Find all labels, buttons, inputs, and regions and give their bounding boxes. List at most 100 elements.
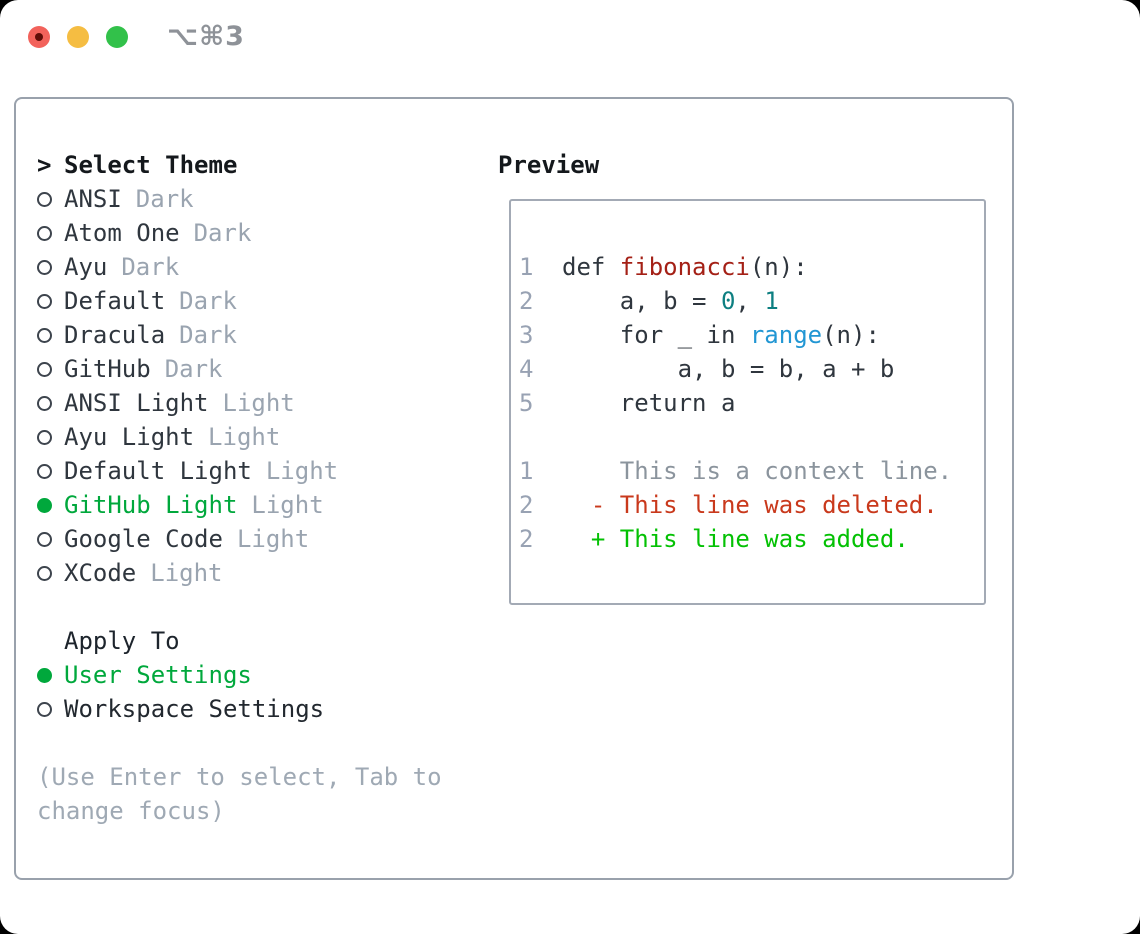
code-token-func: fibonacci [619, 253, 750, 281]
theme-variant-label: Light [236, 525, 310, 553]
theme-option[interactable]: ANSI Dark [37, 182, 487, 216]
theme-variant-label: Dark [179, 321, 237, 349]
code-token-removed: - This line was deleted. [562, 491, 938, 519]
line-number: 2 [519, 491, 534, 519]
radio-unselected-icon [37, 463, 52, 479]
keyboard-hint: (Use Enter to select, Tab to change focus… [37, 760, 487, 828]
code-token-text: , [735, 287, 765, 315]
preview-title: Preview [498, 151, 600, 179]
code-token-text: (n): [822, 321, 880, 349]
radio-unselected-icon [37, 701, 52, 717]
radio-unselected-icon [37, 259, 52, 275]
cursor-marker: > [37, 151, 52, 179]
hint-text: change focus) [37, 797, 225, 825]
code-token-context: This is a context line. [562, 457, 953, 485]
select-theme-header: > Select Theme [37, 148, 487, 182]
theme-variant-label: Dark [193, 219, 252, 247]
code-line: 3 for _ in range(n): [519, 318, 984, 352]
line-number: 3 [519, 321, 534, 349]
line-number: 1 [519, 253, 534, 281]
apply-option[interactable]: User Settings [37, 658, 487, 692]
theme-variant-label: Dark [121, 253, 180, 281]
theme-option[interactable]: Dracula Dark [37, 318, 487, 352]
radio-unselected-icon [37, 361, 52, 377]
theme-name: Atom One [64, 219, 180, 247]
line-number: 2 [519, 287, 534, 315]
radio-unselected-icon [37, 293, 52, 309]
minimize-button-icon[interactable] [67, 26, 89, 48]
code-token-number: 0 [720, 287, 736, 315]
radio-unselected-icon [37, 531, 52, 547]
theme-option[interactable]: Default Dark [37, 284, 487, 318]
theme-name: XCode [64, 559, 137, 587]
code-token-text: return a [562, 389, 736, 417]
code-line: 1 def fibonacci(n): [519, 250, 984, 284]
code-line: 2 + This line was added. [519, 522, 984, 556]
code-line [519, 420, 984, 454]
code-line: 2 a, b = 0, 1 [519, 284, 984, 318]
apply-option[interactable]: Workspace Settings [37, 692, 487, 726]
radio-unselected-icon [37, 225, 52, 241]
code-token-text: a, b = [562, 287, 721, 315]
line-number: 5 [519, 389, 534, 417]
code-token-text: (n): [749, 253, 808, 281]
theme-name: Default [64, 287, 166, 315]
apply-to-header: Apply To [37, 624, 487, 658]
code-token-builtin: range [749, 321, 823, 349]
radio-selected-icon [37, 497, 52, 513]
select-theme-title: Select Theme [64, 151, 238, 179]
theme-variant-label: Light [222, 389, 295, 417]
theme-option[interactable]: GitHub Light Light [37, 488, 487, 522]
theme-option[interactable]: ANSI Light Light [37, 386, 487, 420]
theme-option[interactable]: Ayu Dark [37, 250, 487, 284]
line-number: 2 [519, 525, 534, 553]
theme-variant-label: Light [208, 423, 281, 451]
theme-name: Google Code [64, 525, 223, 553]
code-token-added: + This line was added. [562, 525, 909, 553]
apply-to-title: Apply To [64, 627, 180, 655]
window-title: ⌥⌘3 [167, 21, 245, 52]
code-token-text: def [562, 253, 620, 281]
code-token-text: for _ in [562, 321, 750, 349]
hint-text: (Use Enter to select, Tab to [37, 763, 442, 791]
radio-unselected-icon [37, 327, 52, 343]
theme-option[interactable]: Google Code Light [37, 522, 487, 556]
zoom-button-icon[interactable] [106, 26, 128, 48]
theme-name: GitHub Light [64, 491, 238, 519]
theme-name: Ayu [64, 253, 108, 281]
theme-name: Dracula [64, 321, 166, 349]
line-number: 4 [519, 355, 534, 383]
theme-option[interactable]: GitHub Dark [37, 352, 487, 386]
theme-name: ANSI [64, 185, 122, 213]
radio-unselected-icon [37, 429, 52, 445]
code-line: 1 This is a context line. [519, 454, 984, 488]
close-button-icon[interactable] [28, 26, 50, 48]
code-line: 2 - This line was deleted. [519, 488, 984, 522]
theme-variant-label: Dark [164, 355, 223, 383]
theme-option[interactable]: XCode Light [37, 556, 487, 590]
radio-unselected-icon [37, 395, 52, 411]
theme-variant-label: Dark [135, 185, 194, 213]
code-token-text: a, b = b, a + b [562, 355, 895, 383]
theme-variant-label: Light [150, 559, 223, 587]
theme-variant-label: Dark [179, 287, 237, 315]
radio-unselected-icon [37, 191, 52, 207]
radio-unselected-icon [37, 565, 52, 581]
theme-name: ANSI Light [64, 389, 209, 417]
theme-name: Default Light [64, 457, 252, 485]
apply-option-label: User Settings [64, 661, 252, 689]
theme-variant-label: Light [251, 491, 324, 519]
theme-option[interactable]: Atom One Dark [37, 216, 487, 250]
theme-name: GitHub [64, 355, 151, 383]
code-line: 5 return a [519, 386, 984, 420]
